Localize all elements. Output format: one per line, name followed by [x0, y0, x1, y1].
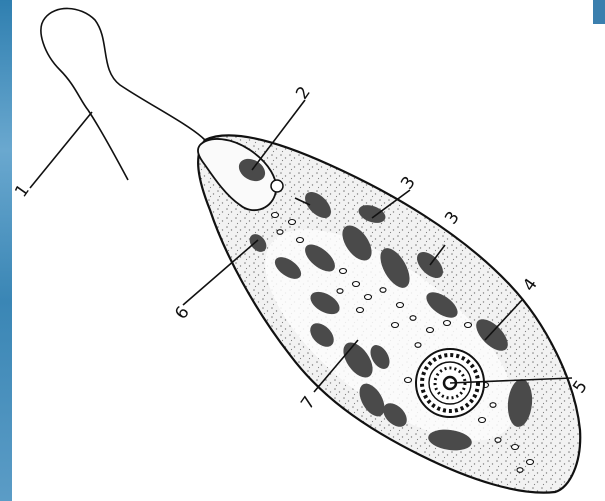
label-nucleus: 4 [519, 275, 542, 295]
label-flagellum: 1 [11, 181, 34, 201]
label-chromatophore-a: 3 [397, 173, 420, 193]
label-stigma: 2 [292, 83, 315, 103]
flagellum [41, 8, 205, 180]
label-contractile-vacuole: 6 [171, 303, 194, 323]
label-paramylon: 7 [297, 393, 320, 413]
label-chromatophore-b: 3 [441, 208, 464, 228]
contractile-vacuole [271, 180, 283, 192]
